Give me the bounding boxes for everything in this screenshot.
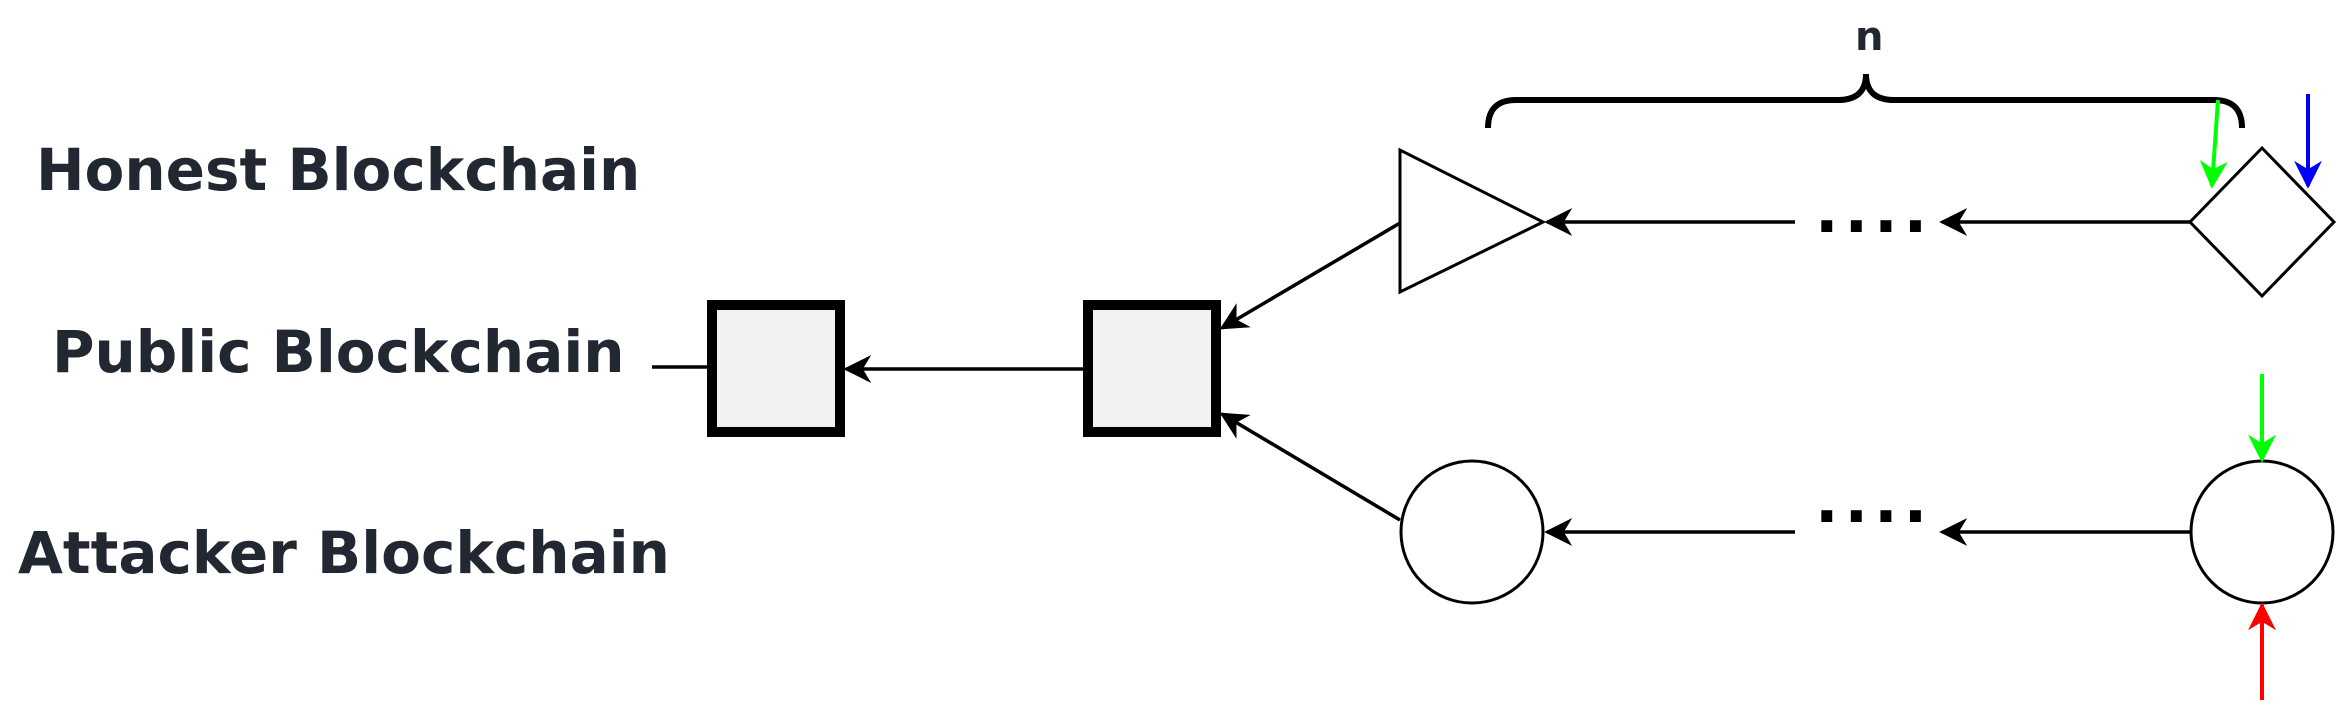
green-marker-honest [2199,99,2228,189]
honest-ellipsis: .... [1815,174,1933,247]
length-brace [1485,73,2245,129]
length-label: n [1855,14,1883,60]
attacker-blockchain-label: Attacker Blockchain [18,519,670,587]
attacker-fork-arrow [1219,412,1401,522]
public-blockchain-label: Public Blockchain [52,318,625,386]
attacker-ellipsis: .... [1815,464,1933,537]
honest-block-triangle [1398,147,1547,295]
attacker-block-tip [2189,459,2335,605]
public-block-1 [707,300,845,437]
honest-blockchain-label: Honest Blockchain [36,136,640,204]
honest-fork-arrow [1219,221,1401,330]
public-block-2 [1083,300,1221,437]
attacker-block-1 [1399,459,1545,605]
